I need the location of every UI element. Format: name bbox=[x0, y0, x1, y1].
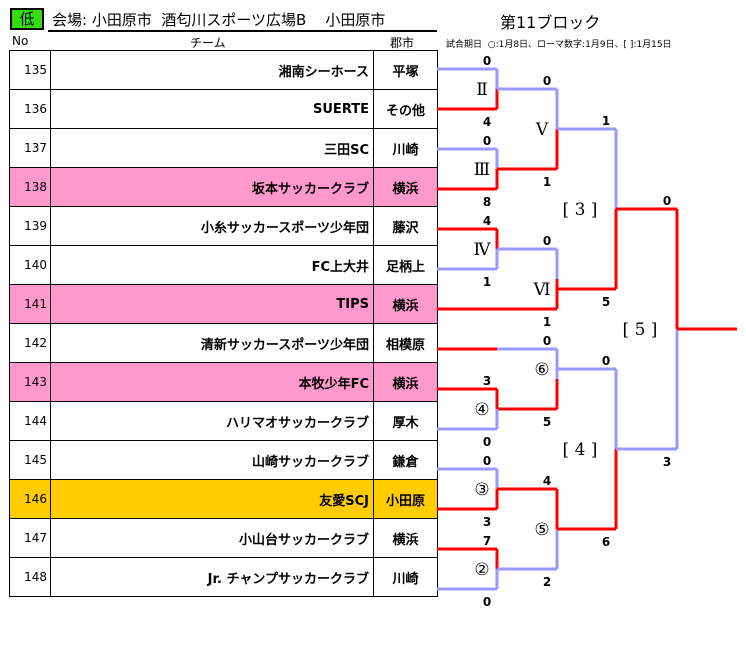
team-city: 横浜 bbox=[373, 284, 438, 324]
score-bottom: 1 bbox=[543, 315, 551, 329]
score-bottom: 0 bbox=[483, 595, 491, 609]
score-bottom: 3 bbox=[663, 455, 671, 469]
team-name: 友愛SCJ bbox=[50, 479, 374, 519]
match-label: [ 3 ] bbox=[563, 200, 598, 220]
score-top: 7 bbox=[483, 534, 491, 548]
score-top: 0 bbox=[483, 134, 491, 148]
team-name: SUERTE bbox=[50, 89, 374, 129]
score-top: 1 bbox=[602, 114, 610, 128]
score-bottom: 2 bbox=[543, 575, 551, 589]
score-top: 0 bbox=[602, 354, 610, 368]
team-city: 厚木 bbox=[373, 401, 438, 441]
score-bottom: 5 bbox=[602, 295, 610, 309]
team-name: 本牧少年FC bbox=[50, 362, 374, 402]
score-top: 0 bbox=[483, 454, 491, 468]
team-name: FC上大井 bbox=[50, 245, 374, 285]
score-top: 0 bbox=[543, 74, 551, 88]
team-city: 横浜 bbox=[373, 518, 438, 558]
score-bottom: 8 bbox=[483, 195, 491, 209]
team-number: 139 bbox=[9, 206, 51, 246]
match-label: [ 4 ] bbox=[563, 440, 598, 460]
team-name: Jr. チャンプサッカークラブ bbox=[50, 557, 374, 597]
team-name: 清新サッカースポーツ少年団 bbox=[50, 323, 374, 363]
team-city: 川崎 bbox=[373, 557, 438, 597]
title-underline bbox=[48, 30, 437, 32]
score-top: 4 bbox=[543, 474, 551, 488]
match-label: Ⅲ bbox=[474, 160, 490, 180]
score-top: 0 bbox=[663, 194, 671, 208]
team-name: 小糸サッカースポーツ少年団 bbox=[50, 206, 374, 246]
team-city: 横浜 bbox=[373, 362, 438, 402]
col-header-team: チーム bbox=[190, 36, 226, 50]
schedule-note: 試合期日 ○:1月8日、ローマ数字:1月9日、[ ]:1月15日 bbox=[446, 40, 672, 50]
team-city: 足柄上 bbox=[373, 245, 438, 285]
team-number: 143 bbox=[9, 362, 51, 402]
match-label: ⑥ bbox=[534, 360, 549, 380]
venue-title: 会場: 小田原市 酒匂川スポーツ広場B 小田原市 bbox=[52, 11, 386, 29]
team-name: 山崎サッカークラブ bbox=[50, 440, 374, 480]
team-name: TIPS bbox=[50, 284, 374, 324]
block-title: 第11ブロック bbox=[500, 13, 601, 32]
score-top: 3 bbox=[483, 374, 491, 388]
score-bottom: 6 bbox=[602, 535, 610, 549]
score-bottom: 5 bbox=[543, 415, 551, 429]
match-label: Ⅱ bbox=[476, 80, 488, 100]
match-label: ② bbox=[474, 560, 489, 580]
score-bottom: 0 bbox=[483, 435, 491, 449]
team-city: 藤沢 bbox=[373, 206, 438, 246]
score-bottom: 4 bbox=[483, 115, 491, 129]
score-top: 0 bbox=[543, 234, 551, 248]
team-name: 坂本サッカークラブ bbox=[50, 167, 374, 207]
team-number: 142 bbox=[9, 323, 51, 363]
match-label: ④ bbox=[474, 400, 489, 420]
team-city: 横浜 bbox=[373, 167, 438, 207]
col-header-city: 郡市 bbox=[390, 36, 415, 50]
match-label: Ⅳ bbox=[474, 240, 492, 260]
score-bottom: 1 bbox=[543, 175, 551, 189]
team-city: 鎌倉 bbox=[373, 440, 438, 480]
team-city: その他 bbox=[373, 89, 438, 129]
team-city: 平塚 bbox=[373, 50, 438, 90]
score-top: 0 bbox=[483, 54, 491, 68]
team-name: 三田SC bbox=[50, 128, 374, 168]
team-number: 141 bbox=[9, 284, 51, 324]
match-label: [ 5 ] bbox=[623, 320, 658, 340]
score-bottom: 1 bbox=[483, 275, 491, 289]
team-name: 小山台サッカークラブ bbox=[50, 518, 374, 558]
level-badge: 低 bbox=[10, 8, 44, 30]
score-top: 0 bbox=[543, 334, 551, 348]
team-city: 小田原 bbox=[373, 479, 438, 519]
score-bottom: 3 bbox=[483, 515, 491, 529]
team-city: 相模原 bbox=[373, 323, 438, 363]
col-header-no: No bbox=[12, 34, 29, 48]
match-label: Ⅵ bbox=[532, 280, 550, 300]
match-label: ⑤ bbox=[534, 520, 549, 540]
score-top: 4 bbox=[483, 214, 491, 228]
match-label: ③ bbox=[474, 480, 489, 500]
team-number: 144 bbox=[9, 401, 51, 441]
match-label: Ⅴ bbox=[535, 120, 549, 140]
